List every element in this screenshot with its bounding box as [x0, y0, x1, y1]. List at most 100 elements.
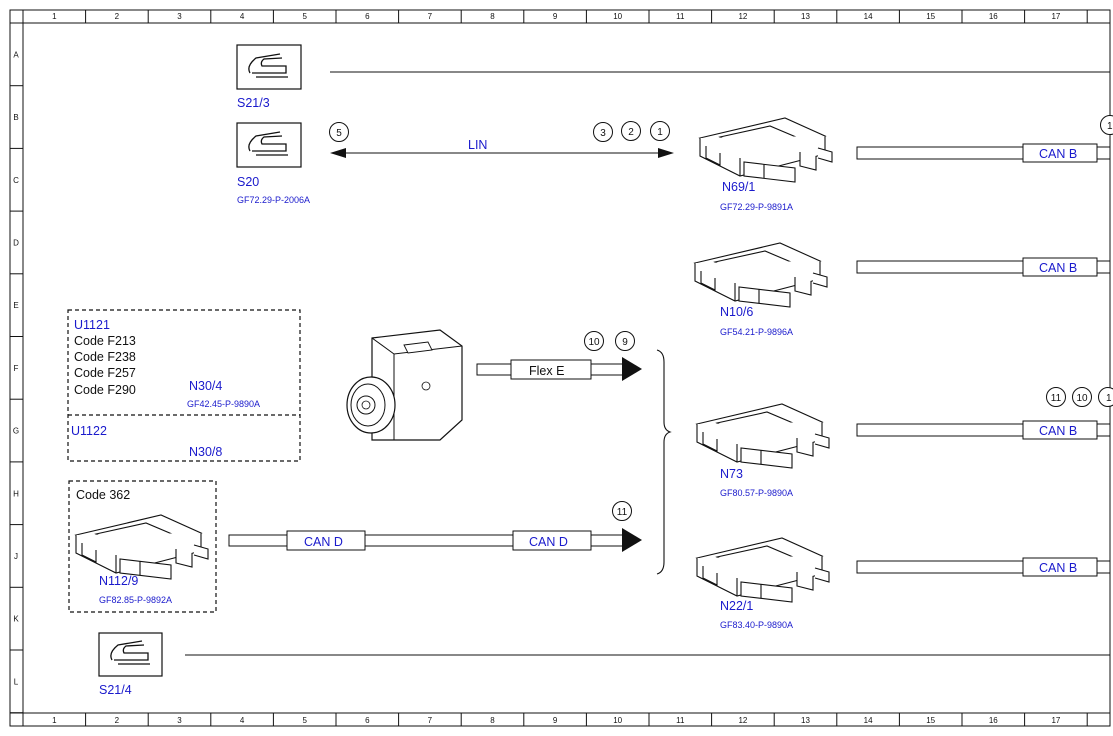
ruler-row-label: D — [13, 238, 19, 247]
right-marker-top-text: 1 — [1107, 121, 1113, 132]
ruler-row-label: A — [13, 50, 19, 59]
lin-marker-1 — [650, 121, 670, 141]
ruler-column-label: 1 — [52, 716, 57, 725]
lin-marker-1-text: 1 — [657, 127, 663, 138]
n73-label: N73 — [720, 467, 743, 481]
code362-group-box — [68, 480, 217, 613]
lin-marker-5 — [329, 122, 349, 142]
module-housing-part — [175, 549, 193, 568]
hydraulic-unit-icon — [346, 329, 463, 441]
ruler-row-label: L — [14, 677, 19, 686]
module-housing-part — [81, 543, 97, 563]
n69-1-can-label: CAN B — [1039, 147, 1077, 161]
ruler-column-label: 12 — [738, 12, 747, 21]
ruler-column-label: 17 — [1051, 12, 1060, 21]
s20-ref: GF72.29-P-2006A — [237, 195, 310, 205]
switch-s20 — [236, 122, 302, 168]
n22-1-can-wire-end — [1096, 560, 1111, 574]
seat-switch-icon — [248, 131, 288, 156]
module-housing-part — [193, 544, 209, 560]
ruler-column-label: 3 — [177, 12, 182, 21]
lin-marker-2 — [621, 121, 641, 141]
module-housing-part — [796, 572, 814, 591]
flex-marker-9-text: 9 — [622, 337, 628, 348]
n73-can-wire — [856, 423, 1024, 437]
ruler-column-label: 9 — [553, 12, 558, 21]
s21-4-label: S21/4 — [99, 683, 132, 697]
lin-marker-2-text: 2 — [628, 127, 634, 138]
ruler-column-label: 10 — [613, 716, 622, 725]
ruler-column-label: 5 — [302, 716, 307, 725]
module-housing-part — [740, 447, 793, 469]
ruler-column-label: 7 — [428, 716, 433, 725]
u1122-title: U1122 — [71, 424, 107, 438]
module-housing-part — [740, 581, 793, 603]
u1121-code-2: Code F238 — [74, 350, 136, 364]
ruler-column-label: 9 — [553, 716, 558, 725]
ruler-column-label: 2 — [115, 12, 120, 21]
ruler-column-label: 10 — [613, 12, 622, 21]
module-housing-part — [814, 567, 830, 583]
n10-6-can-wire-end — [1096, 260, 1111, 274]
module-housing-part — [738, 286, 791, 308]
u1121-code-1: Code F213 — [74, 334, 136, 348]
s21-3-label: S21/3 — [237, 96, 270, 110]
ruler-column-label: 1 — [52, 12, 57, 21]
u1121-code-3: Code F257 — [74, 366, 136, 380]
n112-9-module-icon — [74, 514, 209, 580]
n69-1-module-icon — [698, 117, 833, 183]
flex-marker-10 — [584, 331, 604, 351]
n30-8-label: N30/8 — [189, 445, 222, 459]
lin-marker-3-text: 3 — [600, 128, 606, 139]
module-housing-part — [705, 146, 721, 166]
flex-marker-9 — [615, 331, 635, 351]
n69-1-can-wire-end — [1096, 146, 1111, 160]
switch-s21-4 — [98, 632, 163, 677]
ruler-row-label: J — [14, 552, 18, 561]
ruler-column-label: 16 — [989, 716, 998, 725]
flex-marker-10-text: 10 — [588, 337, 600, 348]
ruler-row-label: B — [13, 113, 18, 122]
cand-label-2: CAN D — [529, 535, 568, 549]
module-housing-part — [817, 147, 833, 163]
flex-arrow — [622, 357, 642, 381]
lin-marker-5-text: 5 — [336, 128, 342, 139]
cand-wire-2 — [364, 534, 514, 547]
u1121-group-box — [67, 309, 301, 462]
n69-1-label: N69/1 — [722, 180, 755, 194]
ruler-row-label: H — [13, 489, 19, 498]
cand-label-1: CAN D — [304, 535, 343, 549]
ruler-column-label: 17 — [1051, 716, 1060, 725]
ruler-row-label: C — [13, 176, 19, 185]
right-marker-1 — [1098, 387, 1113, 407]
ruler-column-label: 13 — [801, 12, 810, 21]
n10-6-can-label: CAN B — [1039, 261, 1077, 275]
ruler-column-label: 5 — [302, 12, 307, 21]
lin-label: LIN — [468, 138, 487, 152]
flex-label: Flex E — [529, 364, 564, 378]
module-housing-part — [702, 432, 718, 452]
flex-wire-right — [590, 363, 624, 376]
seat-switch-icon — [110, 640, 150, 665]
ruler-row-label: K — [13, 615, 19, 624]
n22-1-module-icon — [695, 537, 830, 603]
n69-1-can-wire — [856, 146, 1024, 160]
group-brace — [656, 349, 672, 575]
right-marker-top — [1100, 115, 1113, 135]
flex-wire-left — [476, 363, 512, 376]
u1121-title: U1121 — [74, 318, 110, 332]
ruler-column-label: 8 — [490, 12, 495, 21]
ruler-column-label: 11 — [676, 12, 685, 21]
ruler-column-label: 8 — [490, 716, 495, 725]
n73-can-label: CAN B — [1039, 424, 1077, 438]
ruler-column-label: 4 — [240, 12, 245, 21]
ruler-column-label: 14 — [864, 716, 873, 725]
ruler-column-label: 13 — [801, 716, 810, 725]
n22-1-ref: GF83.40-P-9890A — [720, 620, 793, 630]
right-marker-11 — [1046, 387, 1066, 407]
diagram-frame — [9, 9, 1111, 727]
lin-marker-3 — [593, 122, 613, 142]
lin-arrow-right — [658, 148, 674, 158]
cand-arrow — [622, 528, 642, 552]
